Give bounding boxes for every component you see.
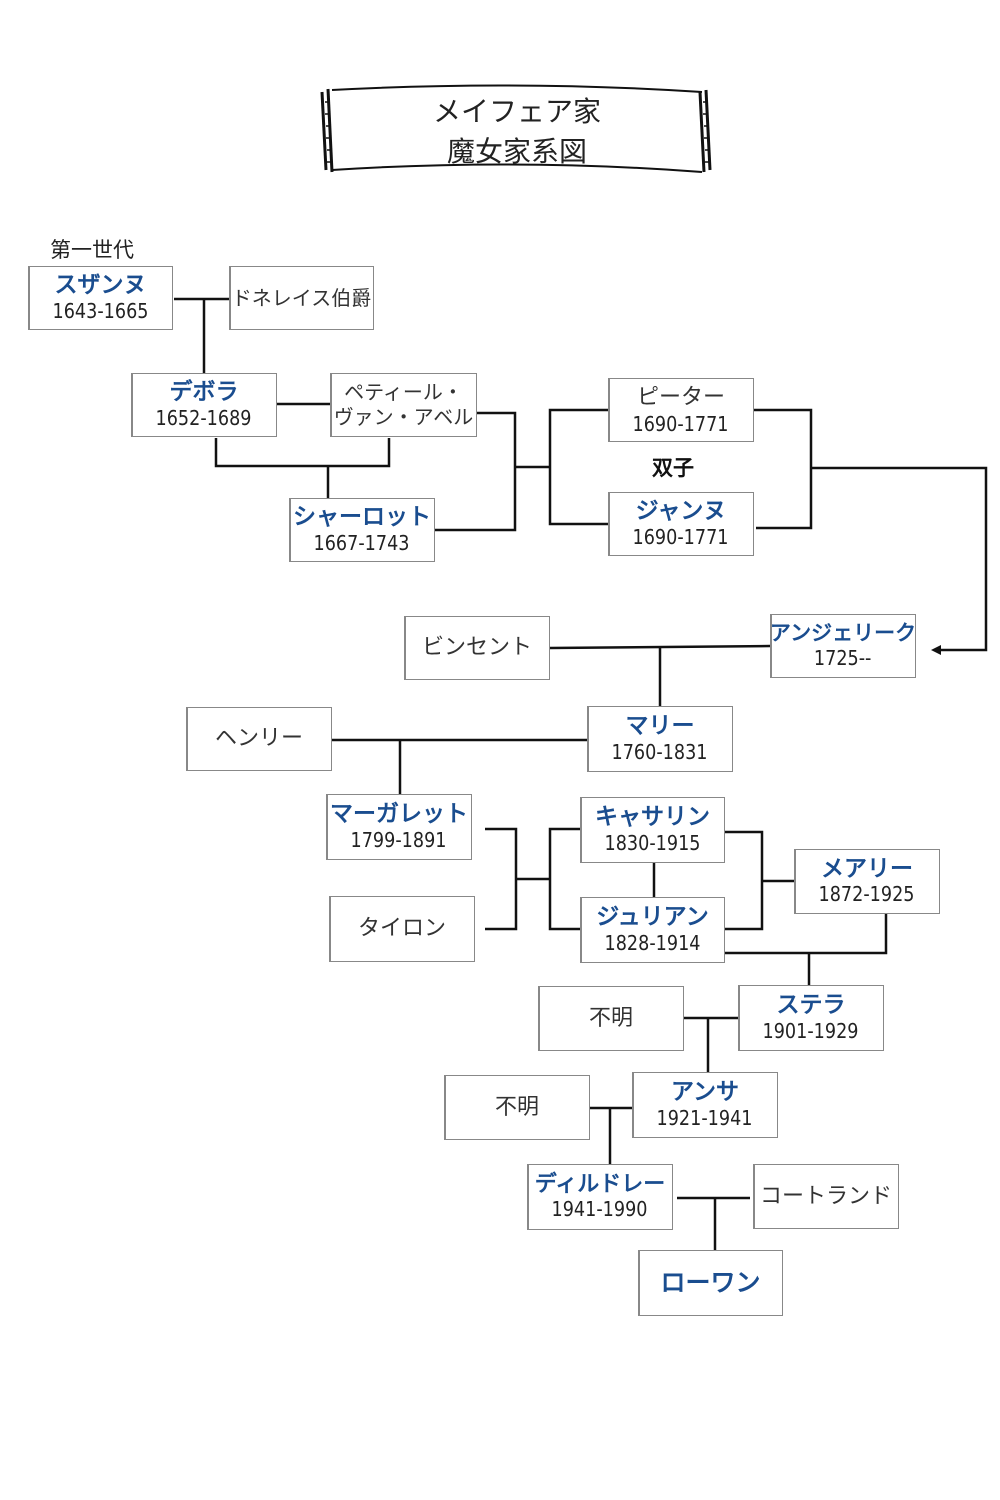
person-charlotte[interactable]: シャーロット 1667-1743 (289, 498, 435, 562)
person-years: 1872-1925 (819, 882, 915, 907)
person-vincent[interactable]: ビンセント (404, 616, 550, 680)
person-name: ピーター (636, 385, 725, 411)
person-years: 1725-- (814, 645, 872, 670)
person-name: ヘンリー (214, 726, 303, 752)
person-name: シャーロット (293, 504, 431, 531)
person-years: 1830-1915 (604, 830, 701, 855)
person-suzanne[interactable]: スザンヌ 1643-1665 (28, 266, 173, 330)
person-rowan[interactable]: ローワン (638, 1250, 783, 1316)
person-antha[interactable]: アンサ 1921-1941 (632, 1072, 778, 1138)
person-name: ディルドレー (534, 1171, 666, 1197)
person-name: デボラ (169, 379, 239, 406)
person-tyrone[interactable]: タイロン (329, 896, 475, 962)
person-years: 1901-1929 (763, 1018, 859, 1043)
person-henry[interactable]: ヘンリー (186, 707, 332, 771)
person-name: ドネレイス伯爵 (231, 285, 372, 310)
person-years: 1760-1831 (612, 739, 708, 764)
person-name-line-1: ペティール・ (344, 380, 463, 404)
person-name: スザンヌ (54, 272, 147, 299)
person-name: ジュリアン (596, 904, 709, 931)
person-name: アンサ (670, 1079, 740, 1106)
person-jeanne[interactable]: ジャンヌ 1690-1771 (608, 492, 754, 556)
title-line-2: 魔女家系図 (446, 135, 587, 168)
person-peter[interactable]: ピーター 1690-1771 (608, 378, 754, 442)
person-name: 不明 (588, 1005, 633, 1031)
person-petyr[interactable]: ペティール・ ヴァン・アベル (330, 373, 477, 437)
person-years: 1799-1891 (351, 827, 447, 852)
person-name: ステラ (776, 992, 846, 1019)
person-deirdre[interactable]: ディルドレー 1941-1990 (527, 1164, 673, 1230)
person-unknown-2[interactable]: 不明 (444, 1075, 590, 1140)
person-name: マリー (625, 713, 695, 740)
person-years: 1643-1665 (52, 298, 149, 323)
person-julien[interactable]: ジュリアン 1828-1914 (580, 897, 725, 963)
person-years: 1690-1771 (633, 524, 729, 549)
person-name-line-2: ヴァン・アベル (333, 405, 474, 429)
person-years: 1921-1941 (657, 1105, 753, 1130)
title-scroll-banner (320, 84, 712, 173)
person-mary-beth[interactable]: メアリー 1872-1925 (794, 849, 940, 914)
person-years: 1652-1689 (156, 405, 252, 430)
person-name: マーガレット (330, 801, 468, 828)
person-name: ローワン (660, 1268, 761, 1298)
person-name: メアリー (821, 855, 913, 882)
person-name: 不明 (494, 1094, 539, 1120)
person-name: アンジェリーク (769, 621, 917, 646)
person-deborah[interactable]: デボラ 1652-1689 (131, 373, 277, 437)
person-angelique[interactable]: アンジェリーク 1725-- (770, 614, 916, 678)
person-name: コートランド (759, 1183, 892, 1209)
twins-label: 双子 (652, 456, 694, 480)
person-unknown-1[interactable]: 不明 (538, 986, 684, 1051)
person-marguerite[interactable]: マーガレット 1799-1891 (326, 794, 472, 860)
person-katherine[interactable]: キャサリン 1830-1915 (580, 797, 725, 863)
person-years: 1690-1771 (633, 411, 729, 436)
person-name: ビンセント (421, 635, 532, 661)
person-years: 1667-1743 (314, 530, 410, 555)
person-marie[interactable]: マリー 1760-1831 (587, 706, 733, 772)
person-name: キャサリン (595, 804, 710, 831)
person-stella[interactable]: ステラ 1901-1929 (738, 985, 884, 1051)
title-line-1: メイフェア家 (432, 95, 601, 128)
person-name: タイロン (357, 916, 446, 942)
person-years: 1941-1990 (552, 1197, 648, 1222)
person-cortland[interactable]: コートランド (753, 1164, 899, 1229)
person-years: 1828-1914 (604, 930, 701, 955)
generation-label: 第一世代 (50, 238, 134, 262)
person-name: ジャンヌ (635, 498, 727, 525)
person-donnelaith[interactable]: ドネレイス伯爵 (229, 266, 374, 330)
